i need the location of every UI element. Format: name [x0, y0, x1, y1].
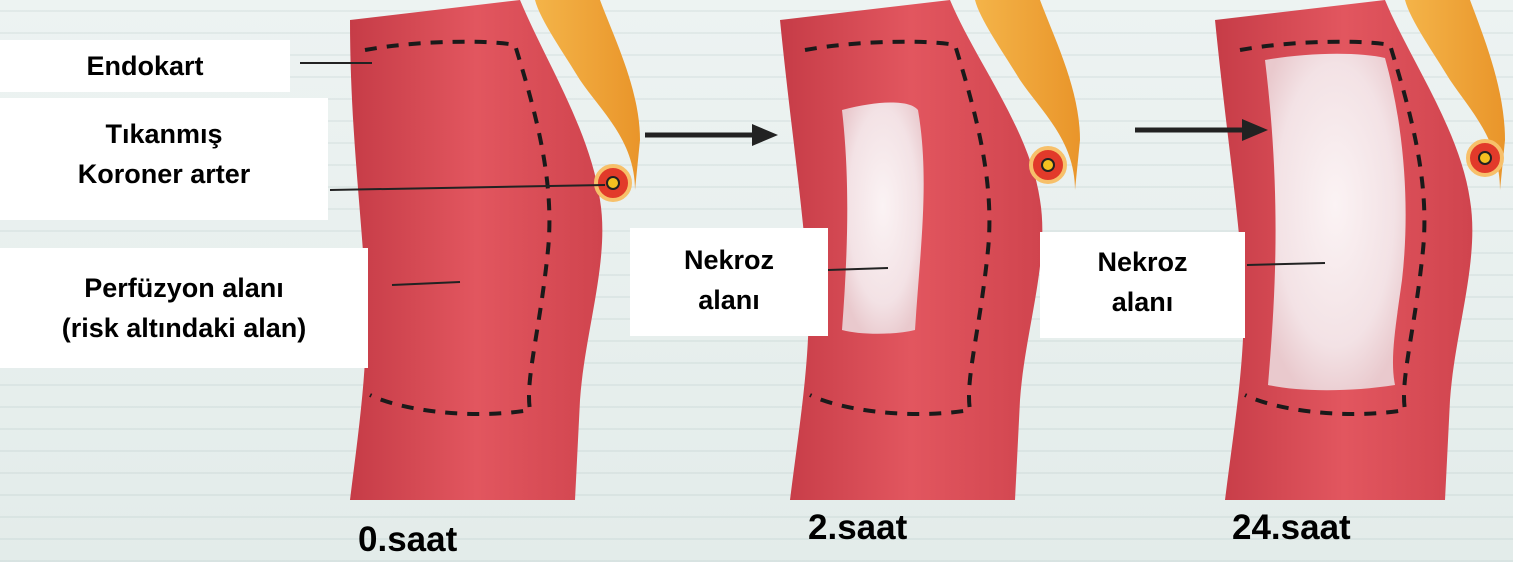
necrosis-24h-line1: Nekroz — [1040, 242, 1245, 282]
heart-wall-24h — [1215, 0, 1505, 500]
endokart-text: Endokart — [86, 51, 203, 81]
occluded-artery-line2: Koroner arter — [0, 154, 328, 194]
time-label-2h: 2.saat — [808, 508, 907, 548]
artery-lumen — [607, 177, 619, 189]
necrosis-area — [842, 103, 924, 334]
myocardium — [350, 0, 602, 500]
arrow-right-icon — [1135, 119, 1268, 141]
artery-lumen — [1042, 159, 1054, 171]
time-label-0h: 0.saat — [358, 520, 457, 560]
label-endokart: Endokart — [0, 40, 290, 92]
label-perfusion-area: Perfüzyon alanı (risk altındaki alan) — [0, 248, 368, 368]
heart-wall-0h — [350, 0, 640, 500]
arrow-right-icon — [645, 124, 778, 146]
label-necrosis-2h: Nekroz alanı — [630, 228, 828, 336]
artery-lumen — [1479, 152, 1491, 164]
time-label-24h: 24.saat — [1232, 508, 1351, 548]
necrosis-2h-line2: alanı — [630, 280, 828, 320]
necrosis-2h-line1: Nekroz — [630, 240, 828, 280]
label-occluded-artery: Tıkanmış Koroner arter — [0, 98, 328, 220]
necrosis-area — [1265, 54, 1406, 391]
necrosis-24h-line2: alanı — [1040, 282, 1245, 322]
label-necrosis-24h: Nekroz alanı — [1040, 232, 1245, 338]
perfusion-line2: (risk altındaki alan) — [0, 308, 368, 348]
occluded-artery-line1: Tıkanmış — [0, 114, 328, 154]
perfusion-line1: Perfüzyon alanı — [0, 268, 368, 308]
